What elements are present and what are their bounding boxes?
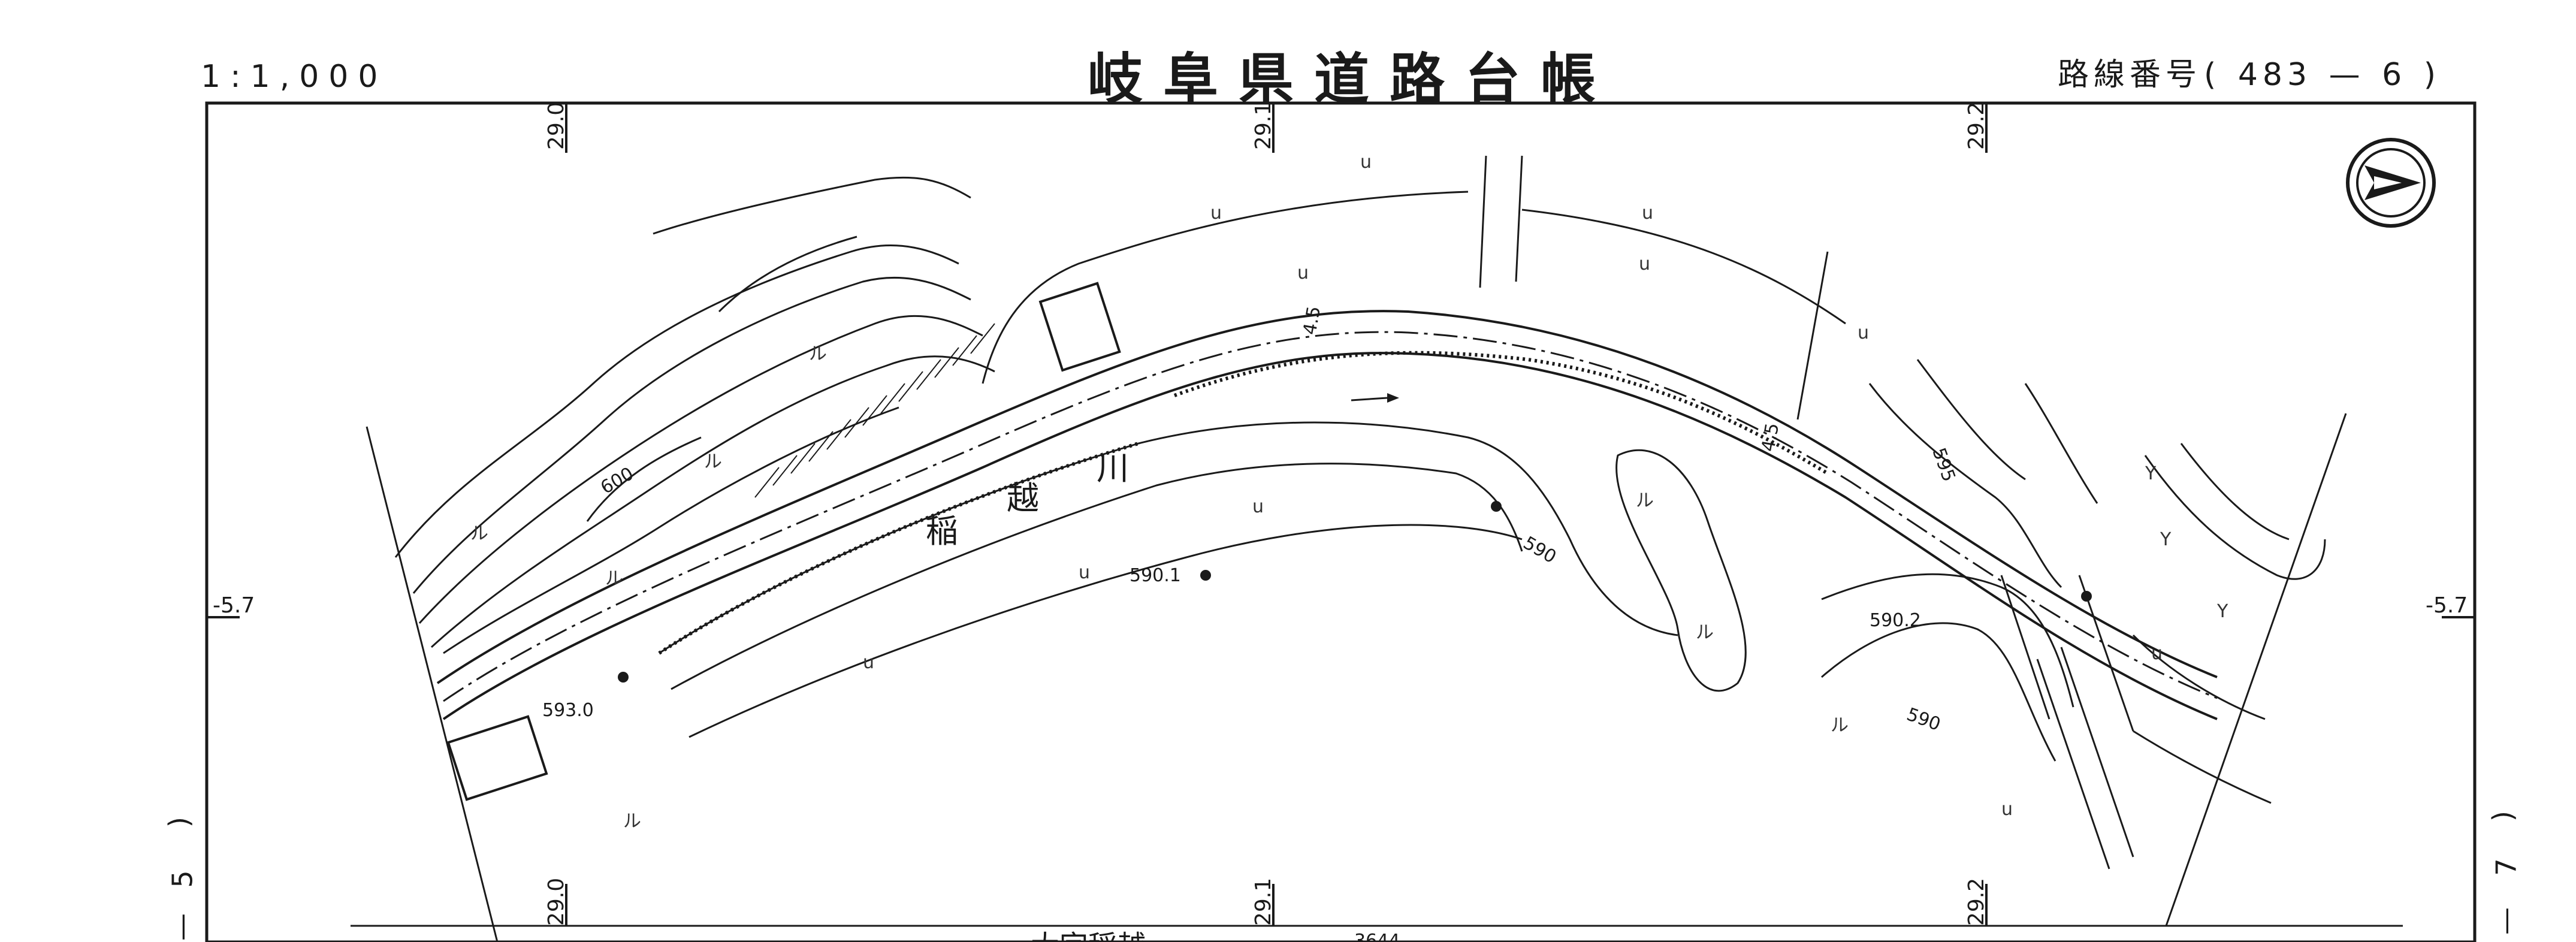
svg-text:u: u (1297, 262, 1309, 283)
contour-label-590b: 590 (1904, 704, 1943, 735)
route-label: 路線番号 (2058, 57, 2202, 93)
svg-text:u: u (2001, 799, 2013, 820)
grid-label-right: -5.7 (2426, 593, 2468, 618)
km-post-bottom-2: 29.1 (1251, 878, 1276, 926)
km-post-top-3: 29.2 (1964, 102, 1989, 150)
svg-text:ル: ル (809, 343, 827, 364)
svg-text:u: u (1210, 203, 1222, 224)
svg-text:ル: ル (605, 568, 623, 589)
svg-text:u: u (1252, 496, 1264, 517)
page-title: 岐阜県道路台帳 (1088, 47, 1617, 111)
grid-label-left: -5.7 (213, 593, 255, 618)
svg-text:ル: ル (1696, 622, 1714, 643)
svg-text:u: u (1642, 203, 1653, 224)
svg-text:Y: Y (2216, 601, 2228, 622)
svg-text:ル: ル (1831, 715, 1849, 736)
north-arrow-icon (2346, 138, 2436, 228)
km-post-bottom-3: 29.2 (1964, 878, 1989, 926)
km-post-bottom-1: 29.0 (544, 878, 569, 926)
route-number-label: 路線番号( 483 — 6 ) (2055, 49, 2441, 94)
route-number: 483 (2237, 57, 2312, 93)
svg-text:u: u (863, 652, 874, 673)
route-dash: — (2329, 57, 2365, 93)
benchmark-3 (1491, 501, 1502, 512)
benchmark-1 (618, 672, 629, 683)
svg-text:ル: ル (704, 451, 722, 472)
width-label: 4.5 (1299, 304, 1325, 336)
svg-text:ル: ル (1636, 490, 1654, 511)
contour-label-595: 595 (1928, 445, 1959, 485)
benchmark-4 (2081, 591, 2092, 602)
km-post-top-2: 29.1 (1251, 102, 1276, 150)
contour-lines (394, 176, 995, 654)
bottom-address: 大字稲越 (1031, 929, 1146, 942)
svg-text:u: u (1858, 322, 1869, 343)
map-scale: 1:1,000 (201, 59, 388, 95)
svg-text:Y: Y (2160, 529, 2172, 550)
route-sheet: 6 (2382, 57, 2407, 93)
sandbar (1615, 449, 1747, 692)
river-name-1: 稲 (926, 512, 958, 550)
river-name-2: 越 (1007, 479, 1039, 517)
map-frame (205, 101, 2477, 942)
svg-text:ル: ル (623, 811, 641, 832)
contour-label-590a: 590 (1520, 533, 1560, 568)
route-close-paren: ) (2423, 57, 2441, 93)
svg-text:ル: ル (470, 523, 488, 544)
elevation-590-1: 590.1 (1130, 565, 1181, 586)
misc-label: 4.5 (1757, 421, 1783, 453)
svg-text:u: u (1639, 253, 1650, 274)
elevation-593: 593.0 (542, 700, 594, 721)
km-post-top-1: 29.0 (544, 102, 569, 150)
bottom-number: 3644 (1354, 931, 1400, 942)
building-1 (1038, 282, 1121, 372)
elevation-590-2: 590.2 (1870, 610, 1921, 631)
building-2 (446, 715, 548, 801)
svg-text:u: u (2151, 643, 2163, 664)
benchmark-2 (1200, 570, 1211, 581)
route-open-paren: ( (2204, 57, 2221, 93)
svg-text:u: u (1079, 562, 1090, 583)
svg-text:u: u (1360, 152, 1372, 173)
flow-arrow-icon (1351, 393, 1399, 403)
river-name-3: 川 (1097, 449, 1129, 487)
svg-text:Y: Y (2145, 463, 2157, 484)
